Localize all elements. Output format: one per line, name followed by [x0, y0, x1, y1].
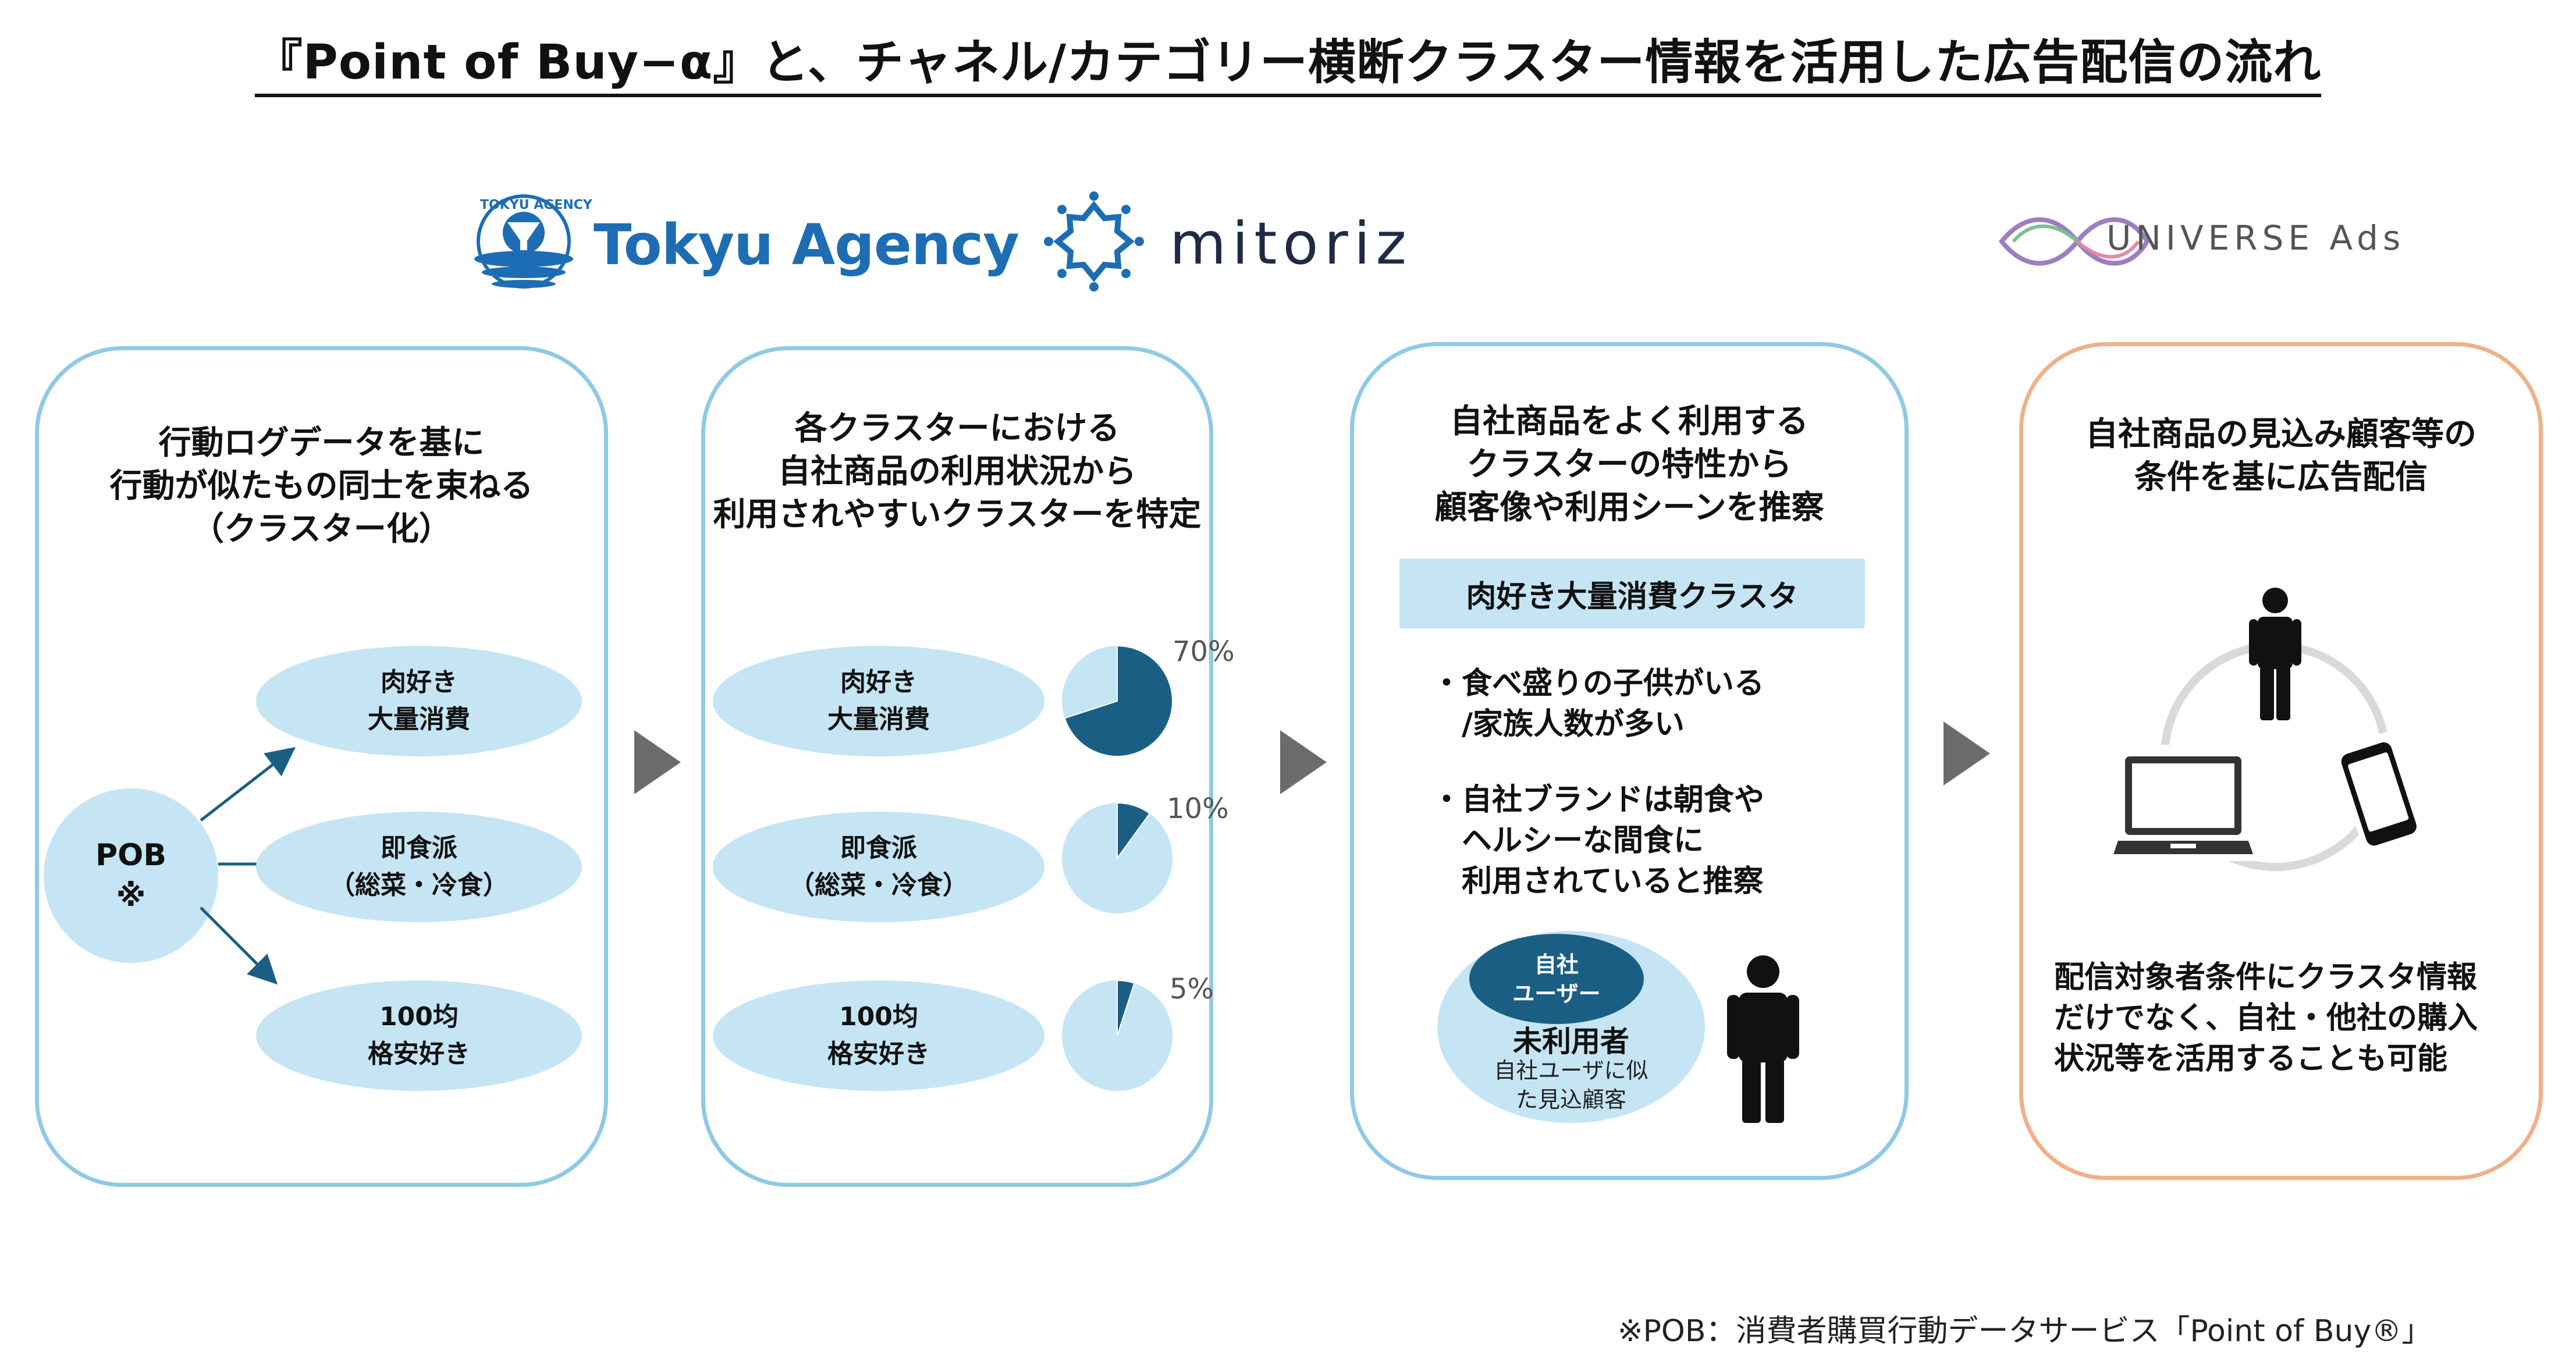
- device-cycle-diagram: [2112, 588, 2428, 871]
- pie-chart-meat: [1062, 645, 1173, 757]
- pie-slice-value: [1064, 645, 1173, 757]
- pct-label-meat: 70%: [1172, 635, 1235, 668]
- person-icon: [1727, 955, 1799, 1123]
- panel4-body: 配信対象者条件にクラスタ情報 だけでなく、自社・他社の購入 状況等を活用すること…: [2054, 960, 2478, 1076]
- p1-cluster-meat: 肉好き 大量消費: [256, 646, 582, 756]
- mitoriz-wordmark: mitoriz: [1170, 209, 1412, 278]
- mitoriz-logo: [1044, 191, 1144, 292]
- panel3-title: 自社商品をよく利用する クラスターの特性から 顧客像や利用シーンを推察: [1434, 403, 1824, 527]
- non-user-subtitle: 自社ユーザに似 た見込顧客: [1494, 1058, 1648, 1112]
- pob-label: POB: [95, 838, 166, 873]
- p2-cluster-ready-meal: 即食派 （総菜・冷食）: [713, 812, 1044, 922]
- tokyu-small-text: TOKYU AGENCY: [480, 198, 592, 212]
- panel1-title: 行動ログデータを基に 行動が似たもの同士を束ねる （クラスター化）: [109, 424, 534, 548]
- persona-bullet-2: ・自社ブランドは朝食や ヘルシーな間食に 利用されていると推察: [1431, 783, 1765, 899]
- laptop-icon: [2112, 745, 2258, 861]
- footnote: ※POB：消費者購買行動データサービス「Point of Buy®」: [1618, 1314, 2432, 1349]
- arrow-to-cluster3: [200, 907, 278, 985]
- pie-chart-100yen: [1062, 979, 1172, 1091]
- pct-label-ready-meal: 10%: [1167, 792, 1229, 825]
- tokyu-agency-wordmark: Tokyu Agency: [594, 212, 1019, 278]
- universe-ads-logo: [1998, 217, 2150, 266]
- pob-mark: ※: [116, 879, 146, 913]
- non-user-title: 未利用者: [1513, 1025, 1629, 1058]
- pob-circle: POB ※: [44, 788, 218, 963]
- flow-arrow-2: [1280, 730, 1327, 794]
- tokyu-agency-logo: [474, 194, 573, 289]
- panel2-title: 各クラスターにおける 自社商品の利用状況から 利用されやすいクラスターを特定: [713, 410, 1202, 534]
- flow-arrow-1: [634, 730, 681, 794]
- p2-cluster-100yen: 100均 格安好き: [713, 980, 1044, 1091]
- persona-bullet-1: ・食べ盛りの子供がいる /家族人数が多い: [1431, 666, 1765, 742]
- pie-chart-ready-meal: [1062, 802, 1172, 913]
- p1-cluster-ready-meal: 即食派 （総菜・冷食）: [256, 812, 582, 922]
- arrow-to-cluster1: [200, 747, 296, 822]
- flow-arrow-3: [1943, 721, 1990, 785]
- person-icon-top: [2249, 588, 2301, 727]
- panel4-title: 自社商品の見込み顧客等の 条件を基に広告配信: [2085, 415, 2476, 496]
- page-title: 『Point of Buy−α』と、チャネル/カテゴリー横断クラスター情報を活用…: [0, 23, 2576, 97]
- pct-label-100yen: 5%: [1170, 973, 1214, 1005]
- smartphone-icon: [2330, 730, 2428, 861]
- pie-slice-value: [1117, 979, 1135, 1036]
- own-user-oval: 自社 ユーザー: [1469, 934, 1644, 1024]
- universe-ads-wordmark: UNIVERSE Ads: [2106, 218, 2406, 258]
- p1-cluster-100yen: 100均 格安好き: [256, 980, 582, 1091]
- p2-cluster-meat: 肉好き 大量消費: [713, 646, 1044, 756]
- cluster-banner: 肉好き大量消費クラスタ: [1399, 559, 1865, 628]
- pie-slice-value: [1117, 802, 1151, 861]
- panel-ad-delivery: [2019, 342, 2543, 1180]
